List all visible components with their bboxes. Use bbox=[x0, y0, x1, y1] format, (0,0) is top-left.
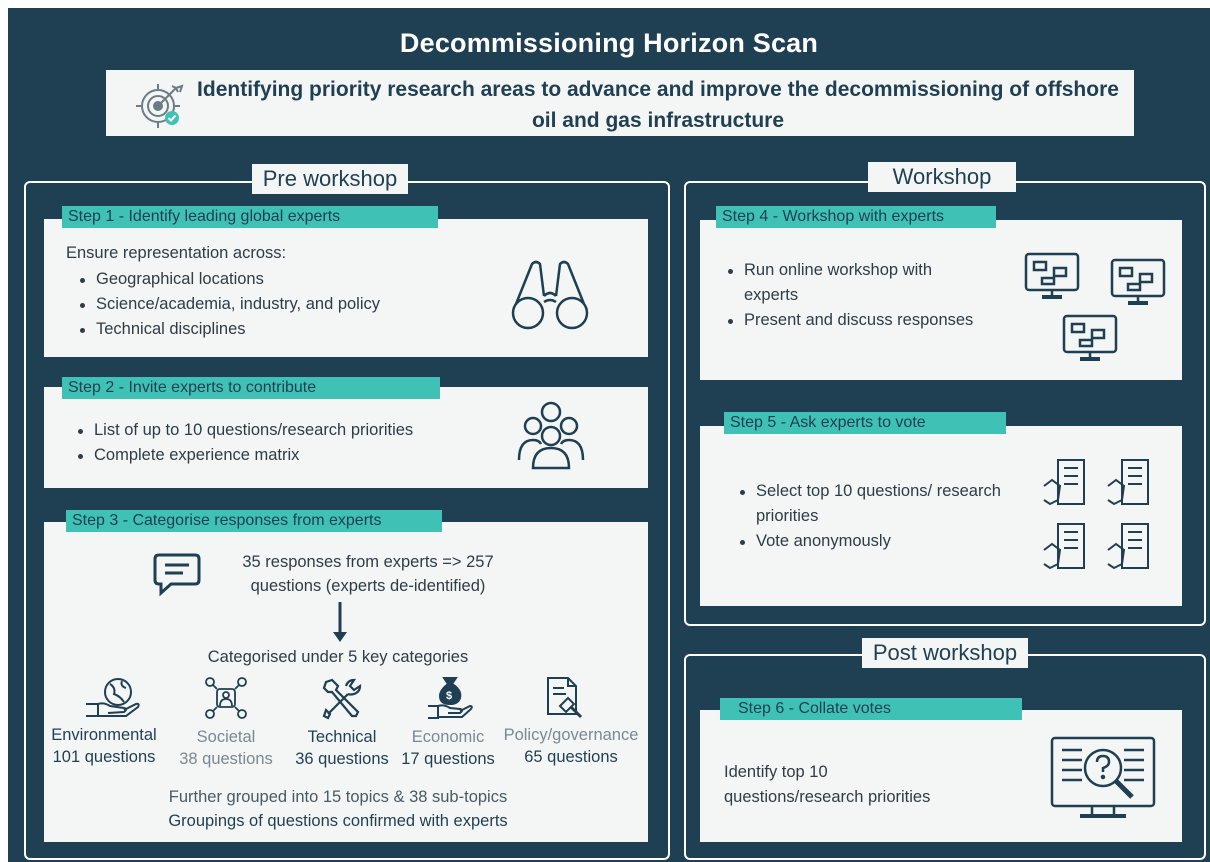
step1-list: Geographical locations Science/academia,… bbox=[72, 267, 380, 342]
list-item: List of up to 10 questions/research prio… bbox=[77, 418, 413, 443]
target-arrow-icon bbox=[136, 84, 184, 128]
step5-card bbox=[700, 426, 1182, 606]
category-count: 65 questions bbox=[524, 748, 618, 766]
document-magnifier-icon bbox=[1050, 736, 1156, 818]
arrow-down-icon bbox=[333, 602, 347, 642]
category-technical: Technical 36 questions bbox=[286, 726, 398, 770]
workshop-label: Workshop bbox=[868, 162, 1016, 192]
post-workshop-label: Post workshop bbox=[862, 638, 1028, 668]
step6-text: Identify top 10 questions/research prior… bbox=[724, 760, 930, 810]
list-item: Select top 10 questions/ research priori… bbox=[740, 479, 1046, 529]
subtitle: Identifying priority research areas to a… bbox=[197, 78, 1119, 132]
step5-tag: Step 5 - Ask experts to vote bbox=[724, 412, 1006, 434]
step5-list: Select top 10 questions/ research priori… bbox=[732, 479, 1046, 554]
category-count: 101 questions bbox=[52, 748, 156, 766]
categorised-heading: Categorised under 5 key categories bbox=[207, 648, 469, 666]
svg-text:$: $ bbox=[446, 690, 452, 702]
document-gavel-icon bbox=[547, 677, 583, 719]
category-societal: Societal 38 questions bbox=[168, 726, 284, 770]
list-item: Geographical locations bbox=[79, 267, 380, 292]
step1-tag: Step 1 - Identify leading global experts bbox=[62, 206, 438, 228]
list-item: Complete experience matrix bbox=[77, 443, 413, 468]
step6-line1: Identify top 10 bbox=[724, 763, 828, 781]
pre-workshop-label: Pre workshop bbox=[252, 164, 408, 194]
list-item: Run online workshop with experts bbox=[728, 258, 974, 308]
group-people-icon bbox=[517, 401, 585, 470]
step4-list: Run online workshop with experts Present… bbox=[720, 258, 1034, 333]
responses-line2: questions (experts de-identified) bbox=[250, 577, 486, 595]
category-count: 17 questions bbox=[401, 750, 495, 768]
speech-bubble-icon bbox=[153, 553, 201, 597]
category-name: Policy/governance bbox=[503, 726, 639, 744]
hand-money-bag-icon: $ bbox=[428, 677, 473, 719]
further-grouped: Further grouped into 15 topics & 38 sub-… bbox=[168, 788, 508, 806]
tools-icon bbox=[322, 678, 362, 720]
category-environmental: Environmental 101 questions bbox=[44, 724, 164, 768]
step4-tag: Step 4 - Workshop with experts bbox=[716, 206, 996, 228]
list-item: Technical disciplines bbox=[79, 317, 380, 342]
groupings-confirmed: Groupings of questions confirmed with ex… bbox=[168, 812, 508, 830]
step2-list: List of up to 10 questions/research prio… bbox=[70, 418, 413, 468]
responses-summary: 35 responses from experts => 257 questio… bbox=[208, 550, 528, 598]
monitor-chat-icon bbox=[1024, 252, 1166, 361]
step6-tag: Step 6 - Collate votes bbox=[720, 698, 1022, 720]
step1-intro: Ensure representation across: bbox=[66, 244, 287, 262]
subtitle-banner: Identifying priority research areas to a… bbox=[106, 70, 1134, 136]
step1-card bbox=[44, 219, 648, 357]
step4-card bbox=[700, 220, 1182, 380]
category-economic: Economic 17 questions bbox=[392, 726, 504, 770]
hand-globe-icon bbox=[86, 678, 140, 717]
page-title: Decommissioning Horizon Scan bbox=[399, 28, 819, 58]
category-name: Societal bbox=[196, 728, 256, 746]
list-item: Vote anonymously bbox=[740, 529, 1046, 554]
people-network-icon bbox=[205, 677, 247, 719]
category-name: Environmental bbox=[51, 726, 157, 744]
step6-line2: questions/research priorities bbox=[724, 788, 931, 806]
list-item: Science/academia, industry, and policy bbox=[79, 292, 380, 317]
category-name: Economic bbox=[411, 728, 485, 746]
list-item: Present and discuss responses bbox=[728, 308, 1034, 333]
category-policy-governance: Policy/governance 65 questions bbox=[496, 724, 646, 768]
infographic: Decommissioning Horizon Scan Identifying… bbox=[8, 8, 1210, 862]
step2-tag: Step 2 - Invite experts to contribute bbox=[62, 377, 440, 399]
category-count: 36 questions bbox=[295, 750, 389, 768]
step3-tag: Step 3 - Categorise responses from exper… bbox=[66, 510, 442, 532]
ballot-checklist-icon bbox=[1043, 459, 1149, 570]
category-count: 38 questions bbox=[179, 750, 273, 768]
category-name: Technical bbox=[307, 728, 377, 746]
binoculars-icon bbox=[511, 260, 589, 330]
responses-line1: 35 responses from experts => 257 bbox=[242, 553, 494, 571]
